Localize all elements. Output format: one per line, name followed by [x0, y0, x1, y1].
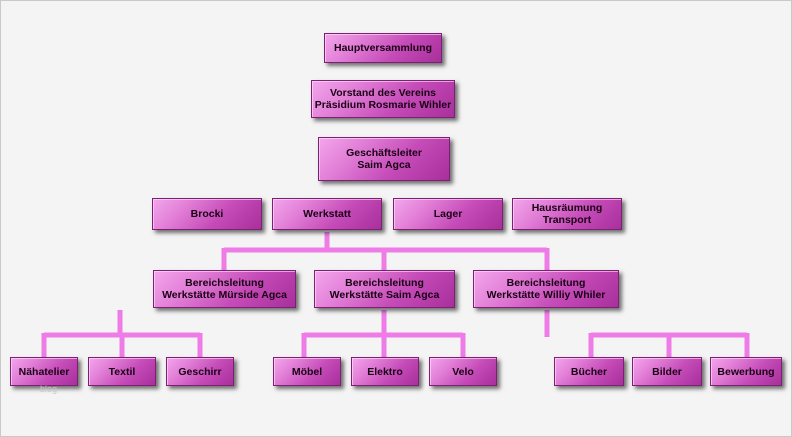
node-label-line2: Werkstätte Williy Whiler [486, 289, 606, 301]
node-elektro: Elektro [351, 357, 419, 386]
watermark-text: blog [40, 384, 58, 394]
node-lager: Lager [393, 198, 503, 230]
node-bereichsleitung-3: Bereichsleitung Werkstätte Williy Whiler [473, 270, 619, 308]
node-label-line1: Vorstand des Vereins [329, 87, 436, 99]
node-geschaeftsleiter: Geschäftsleiter Saim Agca [318, 137, 450, 181]
node-vorstand: Vorstand des Vereins Präsidium Rosmarie … [311, 80, 455, 118]
node-label: Bewerbung [717, 365, 775, 378]
node-label: Möbel [291, 365, 323, 378]
node-label: Velo [452, 365, 474, 378]
node-label: Brocki [190, 208, 224, 220]
node-label: Textil [108, 365, 136, 378]
node-label: Elektro [367, 365, 403, 378]
node-label-line1: Bereichsleitung [506, 277, 586, 289]
node-geschirr: Geschirr [166, 357, 234, 386]
node-label: Hauptversammlung [333, 42, 433, 54]
node-moebel: Möbel [273, 357, 341, 386]
node-hauptversammlung: Hauptversammlung [324, 33, 442, 63]
node-brocki: Brocki [152, 198, 262, 230]
node-label: Werkstatt [303, 208, 351, 220]
node-label-line2: Saim Agca [357, 159, 411, 171]
node-werkstatt: Werkstatt [272, 198, 382, 230]
node-bereichsleitung-2: Bereichsleitung Werkstätte Saim Agca [314, 270, 455, 308]
node-naehatelier: Nähatelier [10, 357, 78, 386]
node-label: Bilder [652, 365, 682, 378]
node-label-line1: Hausräumung [531, 202, 603, 214]
node-label: Nähatelier [18, 365, 70, 378]
node-label-line2: Werkstätte Saim Agca [329, 289, 440, 301]
node-buecher: Bücher [554, 357, 624, 386]
node-label-line2: Werkstätte Mürside Agca [162, 289, 287, 301]
node-textil: Textil [88, 357, 156, 386]
node-label: Lager [433, 208, 463, 220]
node-label-line1: Geschäftsleiter [346, 147, 422, 159]
node-bereichsleitung-1: Bereichsleitung Werkstätte Mürside Agca [153, 270, 296, 308]
node-bewerbung: Bewerbung [710, 357, 782, 386]
node-bilder: Bilder [632, 357, 702, 386]
node-label-line1: Bereichsleitung [185, 277, 264, 289]
node-label: Bücher [570, 365, 608, 378]
node-label: Geschirr [178, 365, 222, 378]
node-label-line1: Bereichsleitung [345, 277, 424, 289]
node-label-line2: Transport [542, 214, 592, 226]
node-velo: Velo [429, 357, 497, 386]
node-label-line2: Präsidium Rosmarie Wihler [314, 99, 452, 111]
node-hausraeumung: Hausräumung Transport [512, 198, 622, 230]
